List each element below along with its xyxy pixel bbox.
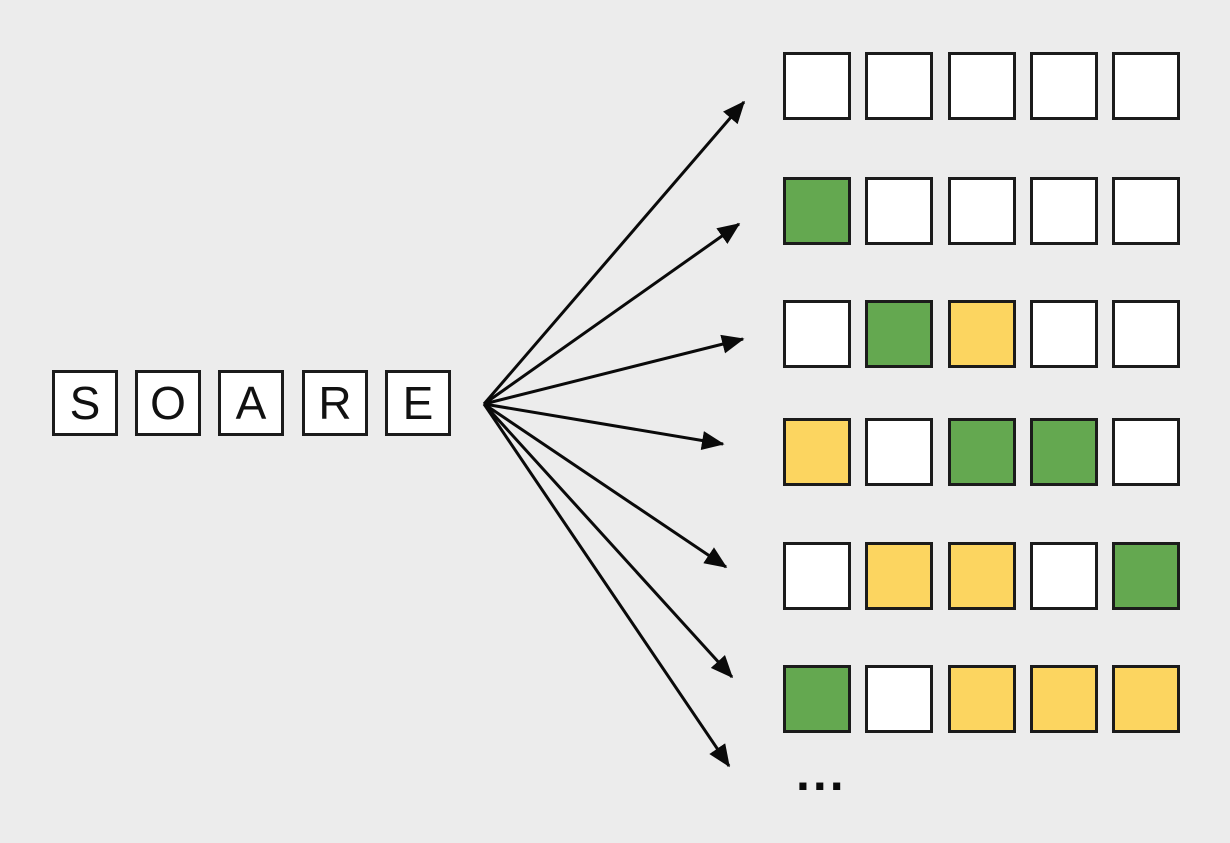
pattern-tile-white	[865, 177, 933, 245]
pattern-tile-green	[1030, 418, 1098, 486]
pattern-tile-yellow	[783, 418, 851, 486]
guess-letter-tile-s: S	[52, 370, 118, 436]
pattern-tile-white	[783, 52, 851, 120]
pattern-tile-yellow	[948, 300, 1016, 368]
ellipsis-label: ...	[796, 745, 847, 801]
pattern-tile-white	[948, 52, 1016, 120]
pattern-tile-white	[948, 177, 1016, 245]
pattern-tile-white	[865, 418, 933, 486]
pattern-tile-yellow	[948, 665, 1016, 733]
arrow-3	[483, 334, 745, 406]
pattern-tile-yellow	[865, 542, 933, 610]
guess-letter-tile-e: E	[385, 370, 451, 436]
pattern-tile-white	[1030, 300, 1098, 368]
pattern-tile-white	[1112, 52, 1180, 120]
pattern-tile-green	[783, 665, 851, 733]
pattern-tile-green	[948, 418, 1016, 486]
pattern-tile-green	[783, 177, 851, 245]
pattern-tile-yellow	[948, 542, 1016, 610]
arrow-5	[483, 402, 728, 569]
guess-letter-tile-r: R	[302, 370, 368, 436]
pattern-tile-white	[1030, 177, 1098, 245]
arrow-2	[483, 222, 741, 406]
pattern-tile-white	[865, 52, 933, 120]
guess-letter-tile-a: A	[218, 370, 284, 436]
pattern-tile-white	[1112, 418, 1180, 486]
pattern-tile-green	[1112, 542, 1180, 610]
pattern-tile-yellow	[1030, 665, 1098, 733]
arrow-4	[483, 402, 725, 451]
arrow-6	[482, 402, 734, 679]
pattern-tile-white	[783, 542, 851, 610]
pattern-tile-white	[783, 300, 851, 368]
pattern-tile-white	[1030, 52, 1098, 120]
pattern-tile-white	[1112, 177, 1180, 245]
pattern-tile-yellow	[1112, 665, 1180, 733]
pattern-tile-white	[1030, 542, 1098, 610]
pattern-tile-white	[1112, 300, 1180, 368]
arrow-7	[482, 403, 731, 768]
guess-letter-tile-o: O	[135, 370, 201, 436]
arrow-1	[482, 100, 746, 405]
pattern-tile-green	[865, 300, 933, 368]
pattern-tile-white	[865, 665, 933, 733]
